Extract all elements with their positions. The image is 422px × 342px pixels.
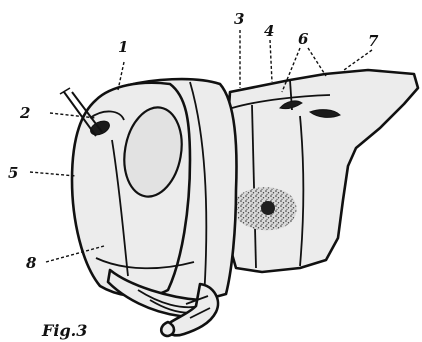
leader-5 (30, 172, 76, 176)
label-3: 3 (234, 10, 244, 28)
dark-spot-core (261, 201, 275, 215)
palp-knob (161, 322, 174, 336)
label-2: 2 (19, 104, 30, 122)
label-5: 5 (8, 164, 18, 182)
label-6: 6 (298, 30, 309, 48)
label-7: 7 (368, 32, 379, 50)
label-1: 1 (118, 38, 128, 56)
label-8: 8 (26, 254, 37, 272)
figure-caption: Fig.3 (41, 321, 87, 340)
leader-7 (344, 50, 372, 70)
leader-6b (308, 48, 326, 76)
leader-4 (270, 40, 272, 82)
label-4: 4 (264, 22, 274, 40)
